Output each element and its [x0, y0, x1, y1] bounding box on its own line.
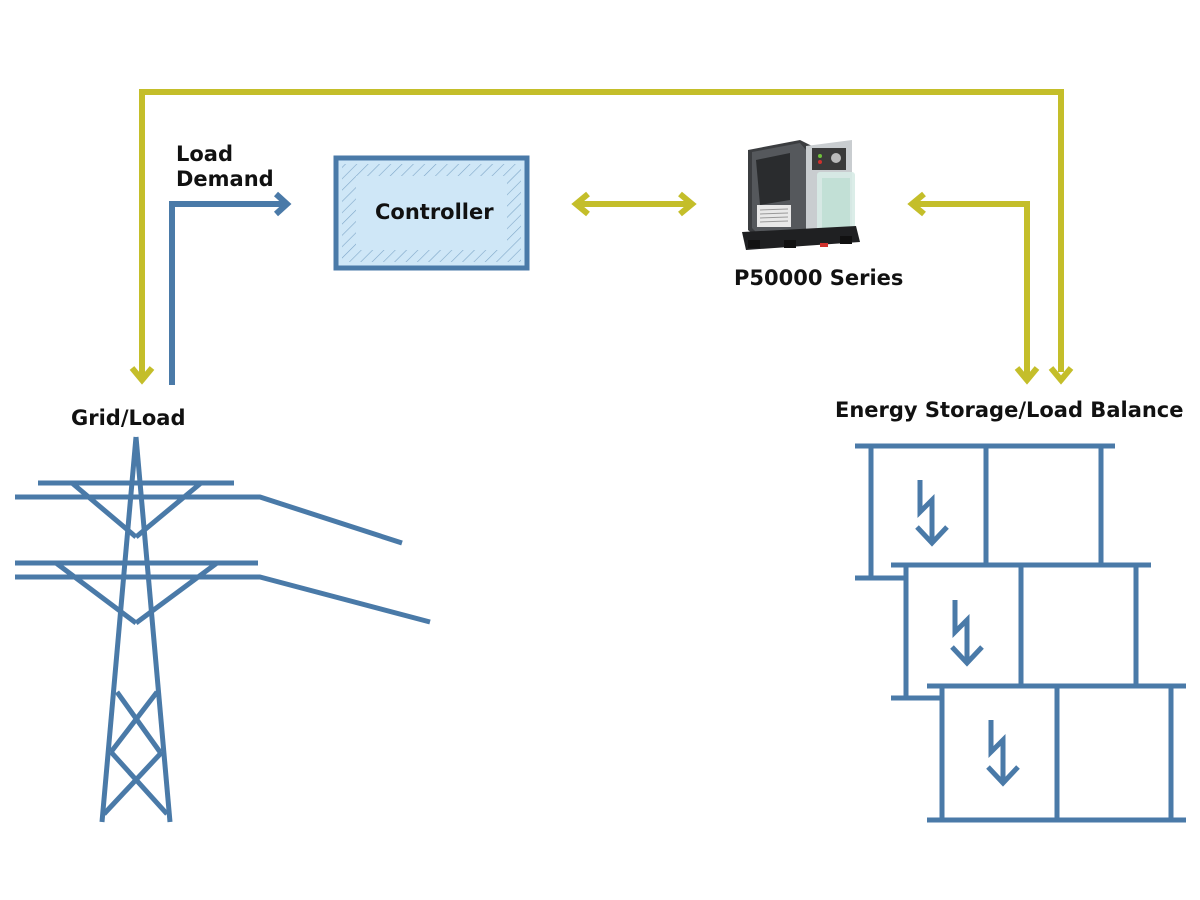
- device-label: P50000 Series: [734, 266, 904, 290]
- outer-loop-line: [139, 89, 1064, 376]
- grid-label: Grid/Load: [71, 406, 186, 430]
- battery-module-1: [855, 443, 1115, 581]
- relay-device-image: [742, 140, 860, 250]
- storage-device-connector: [907, 191, 1040, 385]
- battery-stack-icon: [855, 443, 1186, 823]
- arrowhead-down-grid: [129, 366, 155, 385]
- battery-module-2: [891, 562, 1151, 701]
- lightning-arrow-icon: [988, 720, 1006, 780]
- power-tower-icon: [15, 436, 431, 823]
- controller-device-connector: [571, 191, 697, 217]
- arrowhead-right-controller: [273, 191, 292, 217]
- load-demand-label: Load Demand: [176, 142, 274, 192]
- load-demand-line: [169, 201, 284, 385]
- lightning-arrow-icon: [952, 600, 970, 660]
- arrowhead-left-controller: [571, 191, 590, 217]
- lightning-arrow-icon: [917, 480, 935, 540]
- storage-label: Energy Storage/Load Balance: [835, 398, 1184, 422]
- arrowhead-right-device: [678, 191, 697, 217]
- controller-box: [333, 155, 530, 271]
- arrowhead-down-storage-outer: [1048, 366, 1074, 385]
- arrowhead-left-device: [907, 191, 926, 217]
- battery-module-3: [927, 683, 1186, 823]
- controller-label: Controller: [375, 200, 494, 224]
- arrowhead-down-storage-inner: [1014, 366, 1040, 385]
- load-demand-line2: Demand: [176, 167, 274, 191]
- load-demand-line1: Load: [176, 142, 234, 166]
- storage-device-line: [916, 201, 1030, 376]
- storage-to-grid-connector: [129, 89, 1074, 385]
- load-demand-connector: [169, 191, 292, 385]
